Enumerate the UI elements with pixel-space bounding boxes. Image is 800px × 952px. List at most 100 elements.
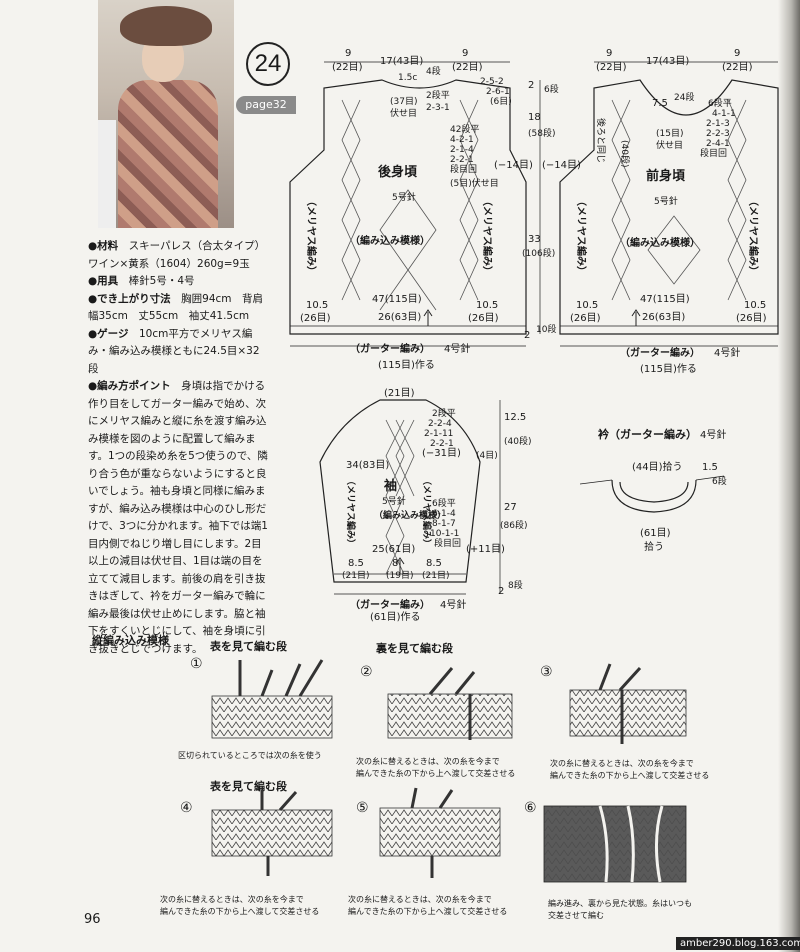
front-neck-depth: 7.5 (652, 98, 668, 109)
back-arm-dec-3: 2-1-4 (450, 145, 474, 155)
back-shoulder-width-r: 9 (462, 48, 468, 59)
step4-caption-a: 次の糸に替えるときは、次の糸を今まで (160, 894, 304, 904)
collar-title: 衿（ガーター編み） (598, 427, 697, 441)
front-arm-minus: (−14目) (542, 160, 581, 171)
front-shoulder-sts: (22目) (596, 62, 627, 73)
front-neck-sts: (15目) (656, 128, 683, 139)
sleeve-top: (21目) (384, 388, 415, 399)
front-diamonds (611, 99, 747, 301)
sleeve-h3: 2 (498, 586, 504, 597)
sleeve-inc-1: 6段平 (432, 497, 456, 509)
back-h2: 18 (528, 112, 541, 123)
back-side-left: （メリヤス編み） (305, 196, 318, 276)
sleeve-h3b: 8段 (508, 579, 523, 591)
materials-gauge: ●ゲージ 10cm平方でメリヤス編み・編み込み模様ともに24.5目×32段 (88, 327, 260, 375)
sleeve-title: 袖 (384, 478, 397, 494)
front-neck-dec-1: 6段平 (708, 97, 732, 109)
back-arm-dec-5: 段目回 (450, 163, 477, 175)
back-chest: 47(115目) (372, 294, 422, 305)
sleeve-h2: 27 (504, 502, 517, 513)
step6-caption-b: 交差させて編む (548, 910, 604, 920)
step4-caption-b: 編んできた糸の下から上へ渡して交差させる (160, 906, 319, 916)
back-arm-minus: (−14目) (494, 160, 533, 171)
collar-height-rows: 6段 (712, 475, 727, 487)
steps-title: 縦編み込み模様 (92, 633, 170, 647)
back-arm-dec-2: 4-2-1 (450, 135, 474, 145)
front-outline (559, 79, 779, 335)
step3-fabric (569, 689, 687, 737)
sleeve-inc-2: 6-1-4 (432, 509, 456, 519)
front-side-w-r: 10.5 (744, 300, 766, 311)
back-h1: 2 (528, 80, 534, 91)
front-side-right: （メリヤス編み） (747, 196, 760, 276)
back-diamonds (341, 99, 479, 311)
sleeve-c2: 8 (392, 558, 398, 569)
step1-yarns (238, 659, 324, 697)
back-h3b: (106段) (522, 247, 555, 259)
step3-yarns (598, 663, 642, 744)
sleeve-rib-needle: 4号針 (440, 598, 466, 611)
front-body-diagram: 9 (22目) 17(43目) 9 (22目) 7.5 24段 6段平 4-1-… (542, 48, 779, 375)
back-side-sts: (26目) (300, 313, 331, 324)
sleeve-h1b: (40段) (504, 435, 531, 447)
sleeve-cap-3: 2-1-11 (424, 429, 453, 439)
back-sh-dec-3: (6目) (490, 96, 512, 107)
sleeve-inc-4: 10-1-1 (430, 529, 459, 539)
materials-block: ●材料 スキーパレス（合太タイプ）ワイン×黄系（1604）260g=9玉 ●用具… (88, 238, 268, 658)
back-shoulder-width: 9 (345, 48, 351, 59)
back-h1b: 6段 (544, 83, 559, 95)
step5-caption-a: 次の糸に替えるときは、次の糸を今まで (348, 894, 492, 904)
sleeve-outline (319, 399, 481, 583)
back-side-w-r: 10.5 (476, 300, 498, 311)
front-neck-bind: 伏せ目 (656, 139, 683, 151)
sleeve-inc-3: 8-1-7 (432, 519, 456, 529)
materials-size: ●でき上がり寸法 胸囲94cm 背肩幅35cm 丈55cm 袖丈41.5cm (88, 292, 264, 323)
front-needle: 5号針 (654, 195, 678, 207)
front-side-sts: (26目) (570, 313, 601, 324)
pattern-number: 24 (246, 42, 290, 86)
back-h2b: (58段) (528, 127, 555, 139)
step2-caption-b: 編んできた糸の下から上へ渡して交差させる (356, 768, 515, 778)
back-arm-dec-4: 2-2-1 (450, 155, 474, 165)
page-number: 96 (84, 912, 101, 927)
front-chest: 47(115目) (640, 294, 690, 305)
front-title: 前身頃 (646, 168, 686, 184)
page-reference: page32 (236, 96, 296, 114)
step6-caption-a: 編み進み、裏から見た状態。糸はいつも (548, 898, 692, 908)
sleeve-width: 34(83目) (346, 460, 389, 471)
book-spine-shadow (778, 0, 800, 952)
step5-caption-b: 編んできた糸の下から上へ渡して交差させる (348, 906, 507, 916)
front-neck-rows: 24段 (674, 91, 694, 103)
sleeve-side-right: （メリヤス編み） (421, 476, 433, 548)
front-side-sts-r: (26目) (736, 313, 767, 324)
step1-fabric (211, 695, 333, 739)
front-rib-needle: 4号針 (714, 346, 740, 359)
step5-yarns (410, 787, 454, 878)
back-rib: （ガーター編み） (350, 342, 430, 355)
back-pattern: （編み込み模様） (350, 234, 430, 247)
step5-fabric (379, 807, 501, 857)
photo-hat (120, 6, 212, 46)
back-needle: 5号針 (392, 191, 416, 203)
steps-head-knit2: 表を見て編む段 (209, 779, 287, 793)
sleeve-diamonds (385, 419, 415, 575)
front-pattern: （編み込み模様） (620, 236, 700, 249)
step-num-1: ① (190, 656, 203, 672)
step-num-3: ③ (540, 664, 553, 680)
collar-pick1: (44目)拾う (632, 460, 683, 473)
back-neck-rows: 4段 (426, 65, 441, 77)
back-neck-sts: (37目) (390, 96, 417, 107)
photo-sweater (118, 80, 218, 228)
sleeve-cast: (61目)作る (370, 611, 421, 623)
collar-diagram: 衿（ガーター編み） 4号針 (44目)拾う 1.5 6段 (61目) 拾う (579, 427, 727, 553)
steps-head-knit: 表を見て編む段 (209, 639, 287, 653)
sleeve-cap-2: 2-2-4 (428, 419, 452, 429)
step-num-5: ⑤ (356, 800, 369, 816)
back-title: 後身頃 (378, 164, 418, 180)
back-side-sts-r: (26目) (468, 313, 499, 324)
materials-tools: ●用具 棒針5号・4号 (88, 275, 195, 287)
back-h3: 33 (528, 234, 541, 245)
step3-caption-b: 編んできた糸の下から上へ渡して交差させる (550, 770, 709, 780)
